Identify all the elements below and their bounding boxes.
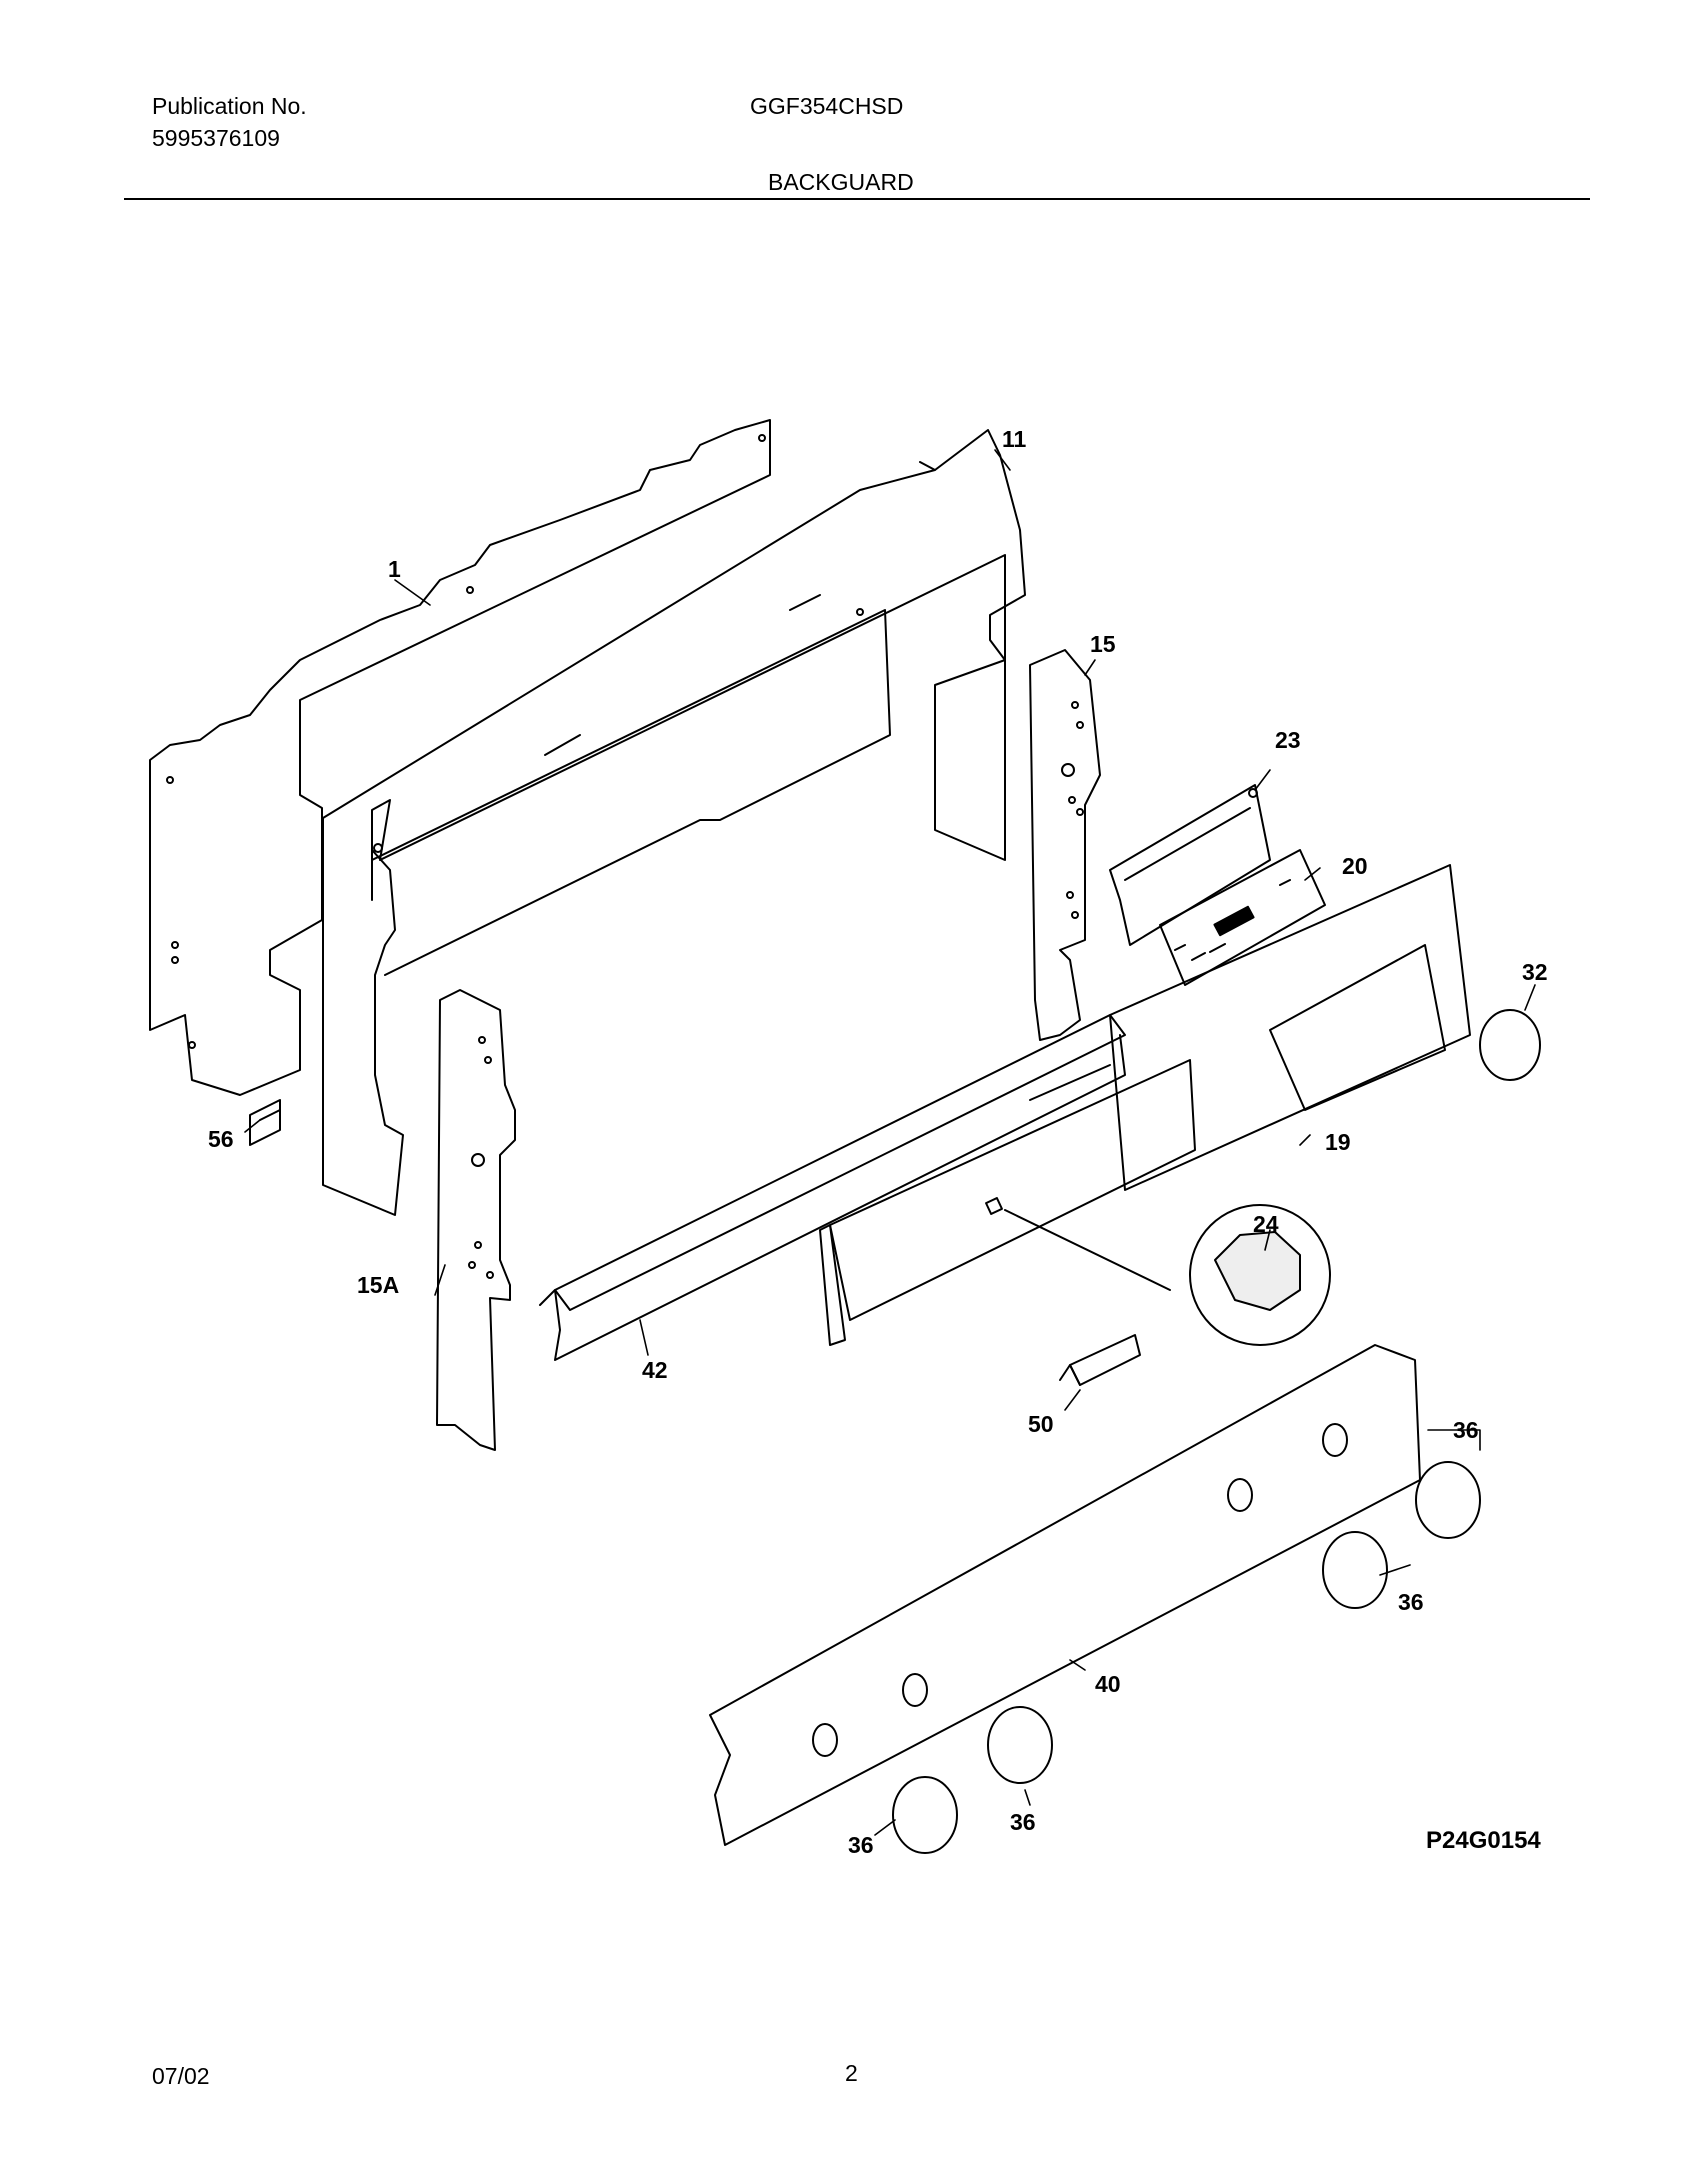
callout-23: 23 xyxy=(1275,727,1301,753)
part-rear-panel xyxy=(149,419,771,1096)
part-knobs xyxy=(892,1009,1541,1854)
callout-36-d: 36 xyxy=(848,1832,874,1858)
callout-20: 20 xyxy=(1342,853,1368,879)
callout-56: 56 xyxy=(208,1126,234,1152)
page-number: 2 xyxy=(845,2060,858,2086)
callout-leaders xyxy=(244,449,1536,1836)
callout-40: 40 xyxy=(1095,1671,1121,1697)
part-backguard-frame xyxy=(322,429,1026,1216)
publication-number: 5995376109 xyxy=(152,125,280,151)
part-control-board xyxy=(1159,849,1326,986)
footer-date: 07/02 xyxy=(152,2063,210,2089)
part-control-panel xyxy=(1029,864,1471,1191)
callout-50: 50 xyxy=(1028,1411,1054,1437)
callout-24: 24 xyxy=(1253,1211,1279,1237)
part-small-bracket xyxy=(1059,1334,1141,1386)
callout-15: 15 xyxy=(1090,631,1116,657)
drawing-code: P24G0154 xyxy=(1426,1827,1541,1854)
callout-32: 32 xyxy=(1522,959,1548,985)
callout-36-c: 36 xyxy=(1010,1809,1036,1835)
callout-36-b: 36 xyxy=(1398,1589,1424,1615)
part-display-panel xyxy=(819,1059,1196,1346)
callout-42: 42 xyxy=(642,1357,668,1383)
part-detail-magnifier xyxy=(1189,1204,1331,1346)
callout-19: 19 xyxy=(1325,1129,1351,1155)
callout-1: 1 xyxy=(388,556,401,582)
callout-11: 11 xyxy=(1002,426,1027,452)
model-number: GGF354CHSD xyxy=(750,93,904,119)
part-right-side-bracket xyxy=(1029,649,1101,1041)
part-clip xyxy=(249,1099,281,1146)
callout-36-a: 36 xyxy=(1453,1417,1479,1443)
part-lower-trim xyxy=(539,1014,1126,1361)
section-title: BACKGUARD xyxy=(768,169,914,195)
callout-15a: 15A xyxy=(357,1272,399,1298)
header-rule xyxy=(124,198,1590,200)
publication-label: Publication No. xyxy=(152,93,307,119)
part-left-side-bracket xyxy=(436,989,516,1451)
part-manifold-panel xyxy=(709,1344,1421,1846)
callout-labels: 1 11 15 15A 56 23 20 32 19 24 42 50 36 3… xyxy=(208,426,1548,1858)
